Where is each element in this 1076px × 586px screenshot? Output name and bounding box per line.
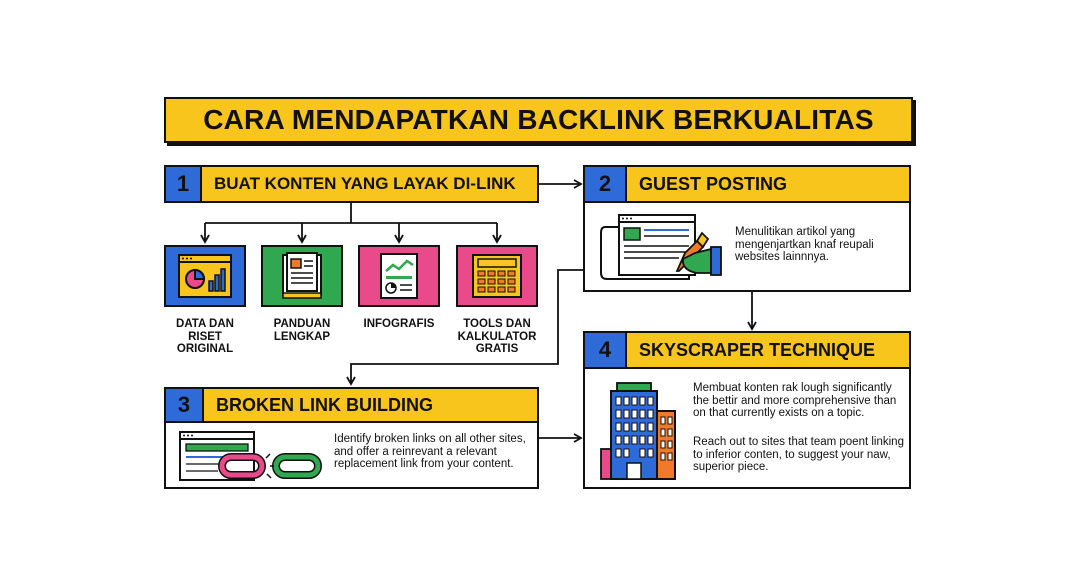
tile-label-line: INFOGRAFIS [363,318,435,330]
tile-infografis [358,245,440,307]
step4-description-2: Reach out to sites that team poent linki… [693,436,904,473]
tile-label-line: DATA DAN [176,318,234,330]
tile-label-data-riset: DATA DAN RISET ORIGINAL [150,318,260,356]
step4-panel: Membuat konten rak lough significantly t… [583,367,911,489]
step2-label: GUEST POSTING [627,167,909,201]
step4-description-1: Membuat konten rak lough significantly t… [693,382,897,419]
tile-label-line: RISET [188,330,222,343]
step2-number: 2 [585,167,627,201]
tile-label-line: ORIGINAL [176,343,234,355]
step3-panel: Identify broken links on all other sites… [164,421,539,489]
book-guide-icon [282,252,322,299]
step3-number: 3 [166,389,204,421]
tile-label-line: TOOLS DAN [463,318,531,330]
skyscraper-building-icon [600,382,676,480]
tile-panduan [261,245,343,307]
tile-tools [456,245,538,307]
step3-description: Identify broken links on all other sites… [334,433,526,470]
tile-label-panduan: PANDUAN LENGKAP [247,318,357,343]
arrow-step2-to-step3 [346,269,583,386]
step2-panel: Menulitikan artikol yang mengenjartkan k… [583,201,911,292]
infographic-icon [380,253,418,299]
writing-article-icon [600,214,722,280]
tile-label-line: LENGKAP [273,330,331,343]
chart-dashboard-icon [178,254,232,298]
step1-number: 1 [166,167,202,201]
tile-label-line: GRATIS [475,343,519,355]
step4-header: 4 SKYSCRAPER TECHNIQUE [583,331,911,369]
step3-label: BROKEN LINK BUILDING [204,389,537,421]
tile-data-riset [164,245,246,307]
tile-label-line: PANDUAN [273,318,331,330]
calculator-icon [472,254,522,298]
step2-description: Menulitikan artikol yang mengenjartkan k… [735,226,874,263]
broken-chain-link-icon [179,431,322,481]
step4-label: SKYSCRAPER TECHNIQUE [627,333,909,367]
tile-label-infografis: INFOGRAFIS [344,318,454,331]
step3-header: 3 BROKEN LINK BUILDING [164,387,539,423]
step4-number: 4 [585,333,627,367]
step2-header: 2 GUEST POSTING [583,165,911,203]
page-title: CARA MENDAPATKAN BACKLINK BERKUALITAS [164,97,913,143]
tile-label-tools: TOOLS DAN KALKULATOR GRATIS [442,318,552,356]
step1-label: BUAT KONTEN YANG LAYAK DI-LINK [202,167,537,201]
tile-label-line: KALKULATOR [457,330,537,343]
step1-header: 1 BUAT KONTEN YANG LAYAK DI-LINK [164,165,539,203]
